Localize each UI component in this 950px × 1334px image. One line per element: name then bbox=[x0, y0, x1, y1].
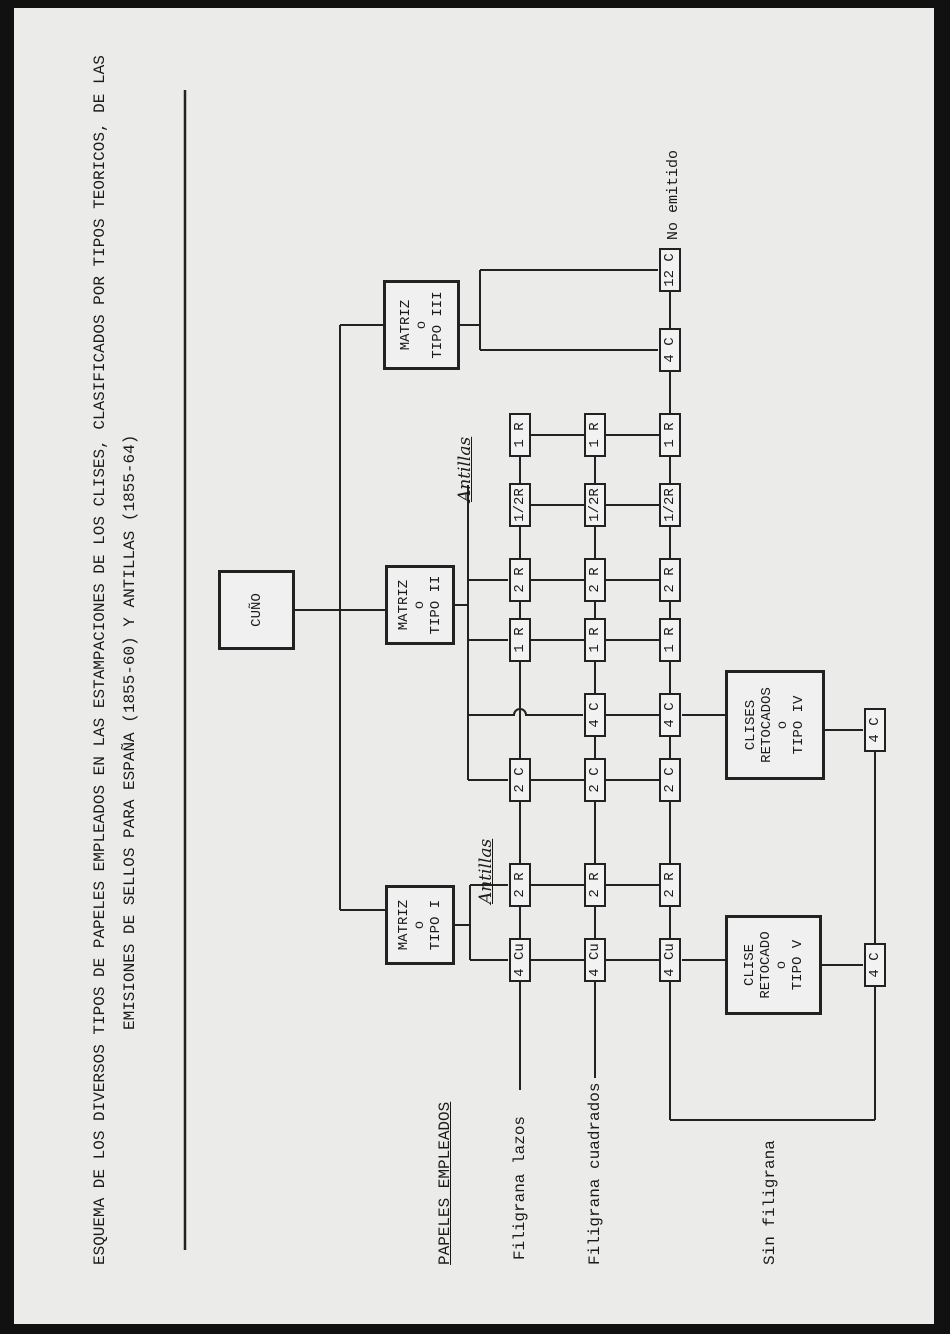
stamp-box: 2 R bbox=[584, 863, 606, 907]
box-line: TIPO V bbox=[789, 939, 806, 991]
stamp-box: 1/2R bbox=[509, 483, 531, 527]
stamp-box: 2 R bbox=[584, 558, 606, 602]
box-line: RETOCADO bbox=[757, 931, 774, 999]
box-line: o bbox=[773, 960, 790, 970]
stamp-box: 4 Cu bbox=[509, 938, 531, 982]
stamp-box: 1 R bbox=[584, 618, 606, 662]
stamp-box: 2 R bbox=[659, 863, 681, 907]
stamp-box: 4 Cu bbox=[659, 938, 681, 982]
box-line: TIPO III bbox=[429, 291, 446, 359]
stamp-box: 1 R bbox=[659, 618, 681, 662]
stamp-box: 4 C bbox=[584, 693, 606, 737]
stamp-box: 4 C bbox=[659, 328, 681, 372]
box-line: CLISES bbox=[743, 699, 759, 751]
paper-label-sin-filigrana: Sin filigrana bbox=[761, 1140, 779, 1265]
box-line: o bbox=[412, 600, 428, 610]
paper-label-lazos: Filigrana lazos bbox=[511, 1111, 529, 1260]
stamp-box: 4 Cu bbox=[584, 938, 606, 982]
cuno-label: CUÑO bbox=[248, 593, 265, 627]
stamp-box-tipo-iv: 4 C bbox=[864, 708, 886, 752]
box-line: MATRIZ bbox=[396, 579, 412, 631]
stamp-box: 2 C bbox=[584, 758, 606, 802]
box-line: RETOCADOS bbox=[759, 687, 775, 763]
box-line: MATRIZ bbox=[397, 299, 414, 351]
stamp-box: 2 R bbox=[659, 558, 681, 602]
box-line: o bbox=[775, 720, 791, 730]
stamp-box-tipo-v: 4 C bbox=[864, 943, 886, 987]
papers-heading: PAPELES EMPLEADOS bbox=[436, 1101, 454, 1265]
box-line: o bbox=[413, 320, 430, 330]
no-emitido-note: No emitido bbox=[665, 149, 682, 240]
stamp-box: 1/2R bbox=[584, 483, 606, 527]
stamp-box: 1 R bbox=[659, 413, 681, 457]
document-page bbox=[14, 8, 934, 1324]
cuno-box: CUÑO bbox=[218, 570, 295, 650]
stamp-box: 1 R bbox=[509, 413, 531, 457]
box-line: TIPO II bbox=[428, 575, 444, 635]
stamp-box: 4 C bbox=[659, 693, 681, 737]
stamp-box: 2 R bbox=[509, 558, 531, 602]
box-line: MATRIZ bbox=[396, 899, 412, 951]
box-line: TIPO I bbox=[428, 899, 444, 951]
stamp-box: 12 C bbox=[659, 248, 681, 292]
box-line: CLISE bbox=[741, 944, 758, 987]
paper-label-cuadrados: Filigrana cuadrados bbox=[586, 1078, 604, 1265]
stamp-box: 1 R bbox=[584, 413, 606, 457]
stamp-box: 1/2R bbox=[659, 483, 681, 527]
box-line: o bbox=[412, 920, 428, 930]
stamp-box: 2 R bbox=[509, 863, 531, 907]
antillas-annotation: Antillas bbox=[455, 436, 475, 502]
stamp-box: 2 C bbox=[659, 758, 681, 802]
stamp-box: 2 C bbox=[509, 758, 531, 802]
box-line: TIPO IV bbox=[791, 695, 807, 755]
antillas-annotation: Antillas bbox=[476, 838, 496, 904]
stamp-box: 1 R bbox=[509, 618, 531, 662]
